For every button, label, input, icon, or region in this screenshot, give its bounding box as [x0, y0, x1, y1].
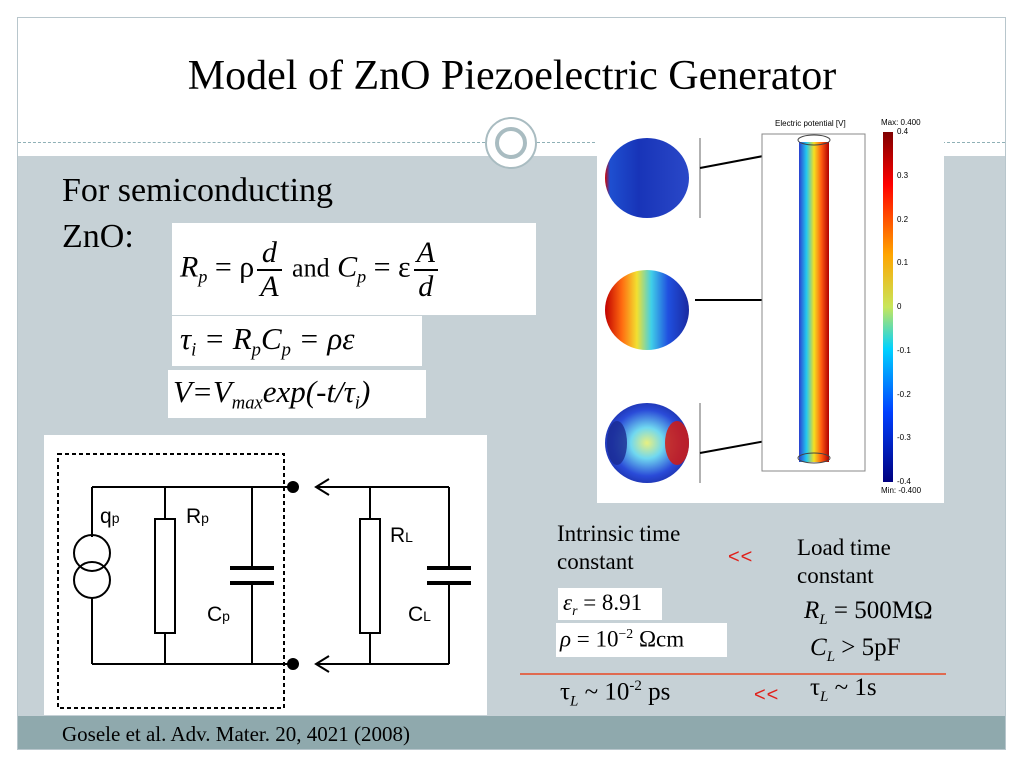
lead-line-1: For semiconducting	[62, 172, 334, 209]
colorbar-tick-label: 0.2	[897, 214, 909, 224]
colorbar-tick-label: 0.1	[897, 258, 909, 268]
label-rp: Rp	[186, 505, 209, 528]
lead-text: For semiconducting ZnO:	[62, 168, 333, 260]
title-rule-left	[18, 142, 485, 143]
colorbar-tick-label: -0.2	[897, 389, 911, 399]
load-resistance-value: RL = 500MΩ	[804, 597, 933, 628]
resistivity-value: ρ = 10−2 Ωcm	[556, 623, 727, 657]
load-capacitance-value: CL > 5pF	[810, 634, 901, 665]
label-rl: RL	[390, 524, 413, 547]
colorbar-tick-label: 0.4	[897, 127, 909, 136]
colorbar-tick-label: 0	[897, 302, 902, 311]
colorbar-title: Electric potential [V]	[775, 119, 846, 128]
colorbar-tick-label: -0.3	[897, 433, 911, 443]
intrinsic-time-constant-label: Intrinsic time constant	[557, 521, 681, 574]
tau-intrinsic-value: τL ~ 10-2 ps	[560, 678, 671, 710]
footer-bar	[18, 716, 1005, 749]
simulation-svg	[605, 132, 893, 483]
colorbar-tick-label: 0.3	[897, 170, 909, 180]
label-cp: Cp	[207, 603, 230, 626]
colorbar-min: Min: -0.400	[881, 486, 922, 495]
red-divider-line	[520, 673, 946, 675]
title-badge-ornament	[485, 117, 537, 169]
compare-symbol: <<	[728, 546, 754, 568]
compare-symbol-2: <<	[754, 684, 780, 706]
tau-load-value: τL ~ 1s	[810, 674, 877, 705]
lead-line-2: ZnO:	[62, 218, 134, 255]
circuit-svg	[57, 453, 471, 709]
equivalent-circuit-diagram: qp Rp Cp RL CL	[44, 435, 487, 715]
equation-voltage-decay: V=Vmaxexp(-t/τi)	[168, 370, 426, 418]
load-time-constant-label: Load time constant	[797, 535, 891, 588]
label-qp: qp	[100, 505, 120, 528]
slide-frame	[17, 17, 1006, 750]
colorbar-tick-label: -0.4	[897, 477, 911, 486]
footer-citation: Gosele et al. Adv. Mater. 20, 4021 (2008…	[62, 722, 410, 746]
electric-potential-simulation: Electric potential [V] Max: 0.400 Min: -…	[597, 118, 944, 503]
epsilon-r-value: εr = 8.91	[558, 588, 662, 620]
label-cl: CL	[408, 603, 431, 626]
slide-title: Model of ZnO Piezoelectric Generator	[187, 53, 837, 99]
equation-tau-i: τi = RpCp = ρε	[172, 316, 422, 366]
colorbar-max: Max: 0.400	[881, 118, 921, 127]
colorbar-tick-label: -0.1	[897, 345, 911, 355]
